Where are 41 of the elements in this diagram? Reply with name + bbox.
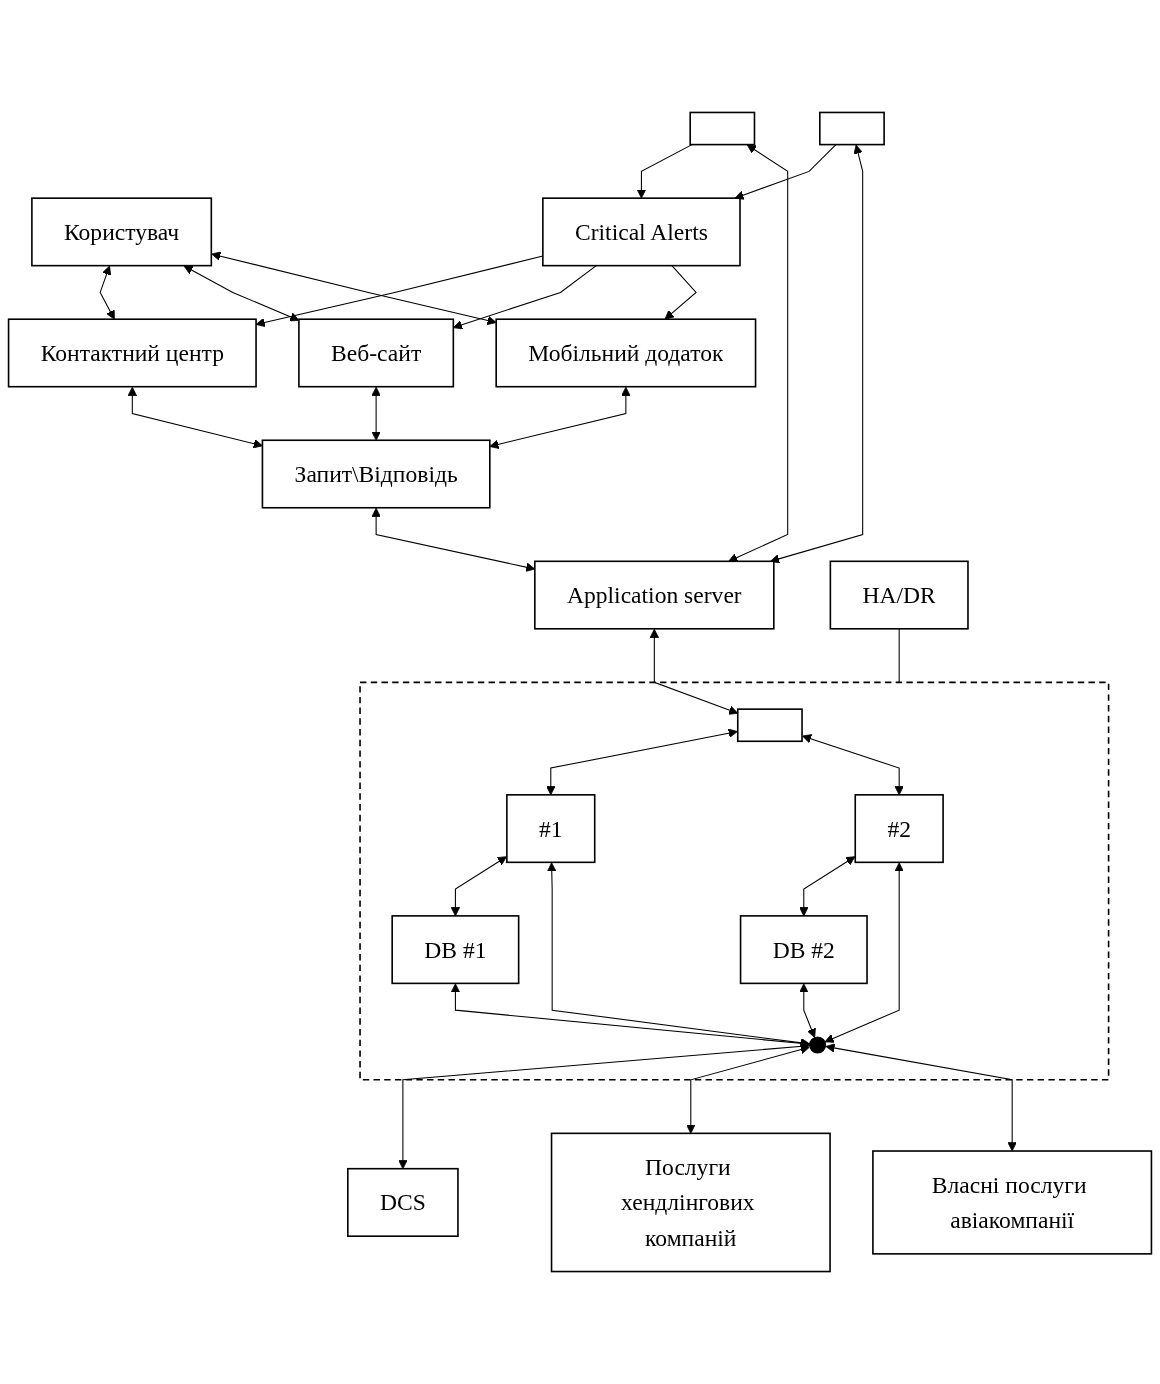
- arrow: [546, 728, 738, 796]
- node-box: Application server: [534, 560, 775, 630]
- arrow: [450, 856, 507, 917]
- node-box: [819, 111, 885, 146]
- node-box: Мобільний додаток: [495, 318, 757, 388]
- node-box: DB #1: [391, 915, 520, 985]
- arrow: [211, 251, 497, 326]
- node-box: [736, 708, 803, 743]
- arrow: [825, 1043, 1017, 1152]
- node-box: Веб-сайт: [298, 318, 455, 388]
- arrow: [799, 856, 856, 917]
- arrow: [802, 734, 904, 796]
- arrow: [183, 265, 300, 322]
- node-box: DB #2: [739, 915, 868, 985]
- node-box: Контактний центр: [7, 318, 257, 388]
- arrow: [636, 144, 693, 199]
- arrow: [686, 1044, 810, 1134]
- node-box: Користувач: [31, 197, 213, 267]
- node-box: #1: [506, 794, 596, 864]
- node-box: Власні послуги авіакомпанії: [872, 1150, 1153, 1255]
- arrow: [371, 386, 381, 441]
- arrow: [99, 265, 115, 320]
- node-box: [689, 111, 756, 146]
- arrow: [734, 144, 837, 200]
- node-circle: [809, 1036, 827, 1054]
- node-box: HA/DR: [829, 560, 969, 630]
- arrow: [799, 983, 816, 1038]
- node-box: Запит\Відповідь: [261, 439, 491, 509]
- arrow: [728, 144, 789, 563]
- arrow: [398, 1041, 810, 1170]
- node-box: Послуги хендлінгових компаній: [550, 1132, 831, 1273]
- node-box: #2: [854, 794, 944, 864]
- node-box: DCS: [347, 1167, 459, 1237]
- arrow: [824, 862, 904, 1043]
- arrow: [489, 386, 631, 450]
- arrow: [127, 386, 263, 449]
- arrow: [664, 265, 697, 320]
- cluster: [359, 681, 1110, 1081]
- arrow: [770, 144, 864, 564]
- node-box: Critical Alerts: [542, 197, 741, 267]
- connector: [898, 628, 900, 683]
